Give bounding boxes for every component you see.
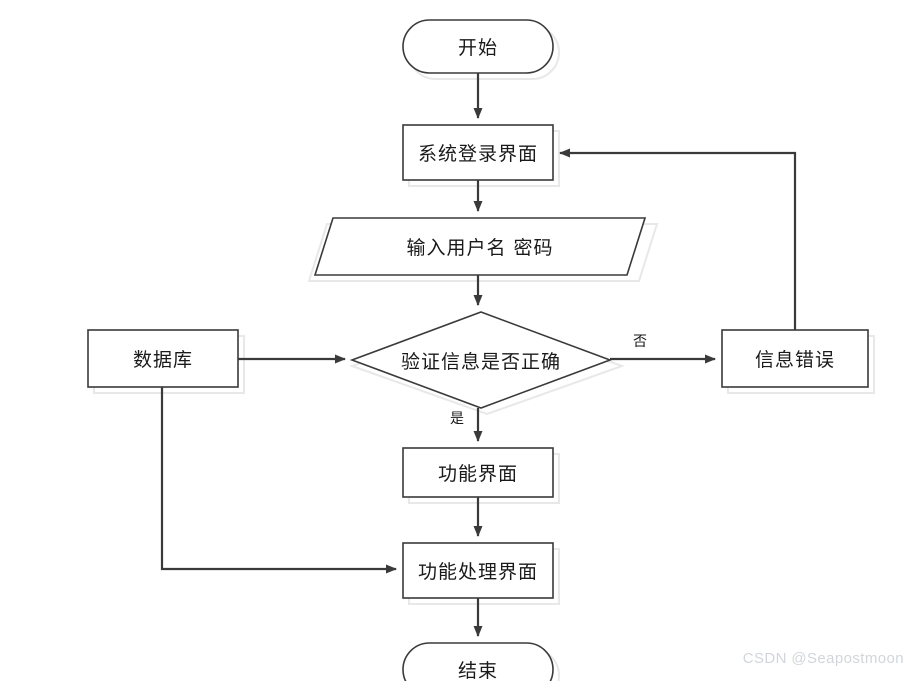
node-start-shape[interactable]	[402, 19, 554, 74]
edge-database-to-processing	[160, 387, 397, 574]
edge-label-yes: 是	[450, 411, 464, 427]
node-verify-shape[interactable]	[349, 311, 613, 409]
node-login-shape[interactable]	[402, 124, 554, 181]
node-input-shape[interactable]	[313, 217, 647, 276]
node-function-shape[interactable]	[402, 447, 554, 498]
node-database-shape[interactable]	[87, 329, 239, 388]
edge-error-to-login	[559, 148, 797, 330]
edge-label-no: 否	[633, 334, 647, 350]
node-error-shape[interactable]	[721, 329, 869, 388]
node-processing-shape[interactable]	[402, 542, 554, 599]
connectors	[160, 73, 797, 637]
watermark-text: CSDN @Seapostmoon	[742, 650, 904, 667]
node-end-shape[interactable]	[402, 642, 554, 681]
node-outlines	[87, 19, 869, 681]
